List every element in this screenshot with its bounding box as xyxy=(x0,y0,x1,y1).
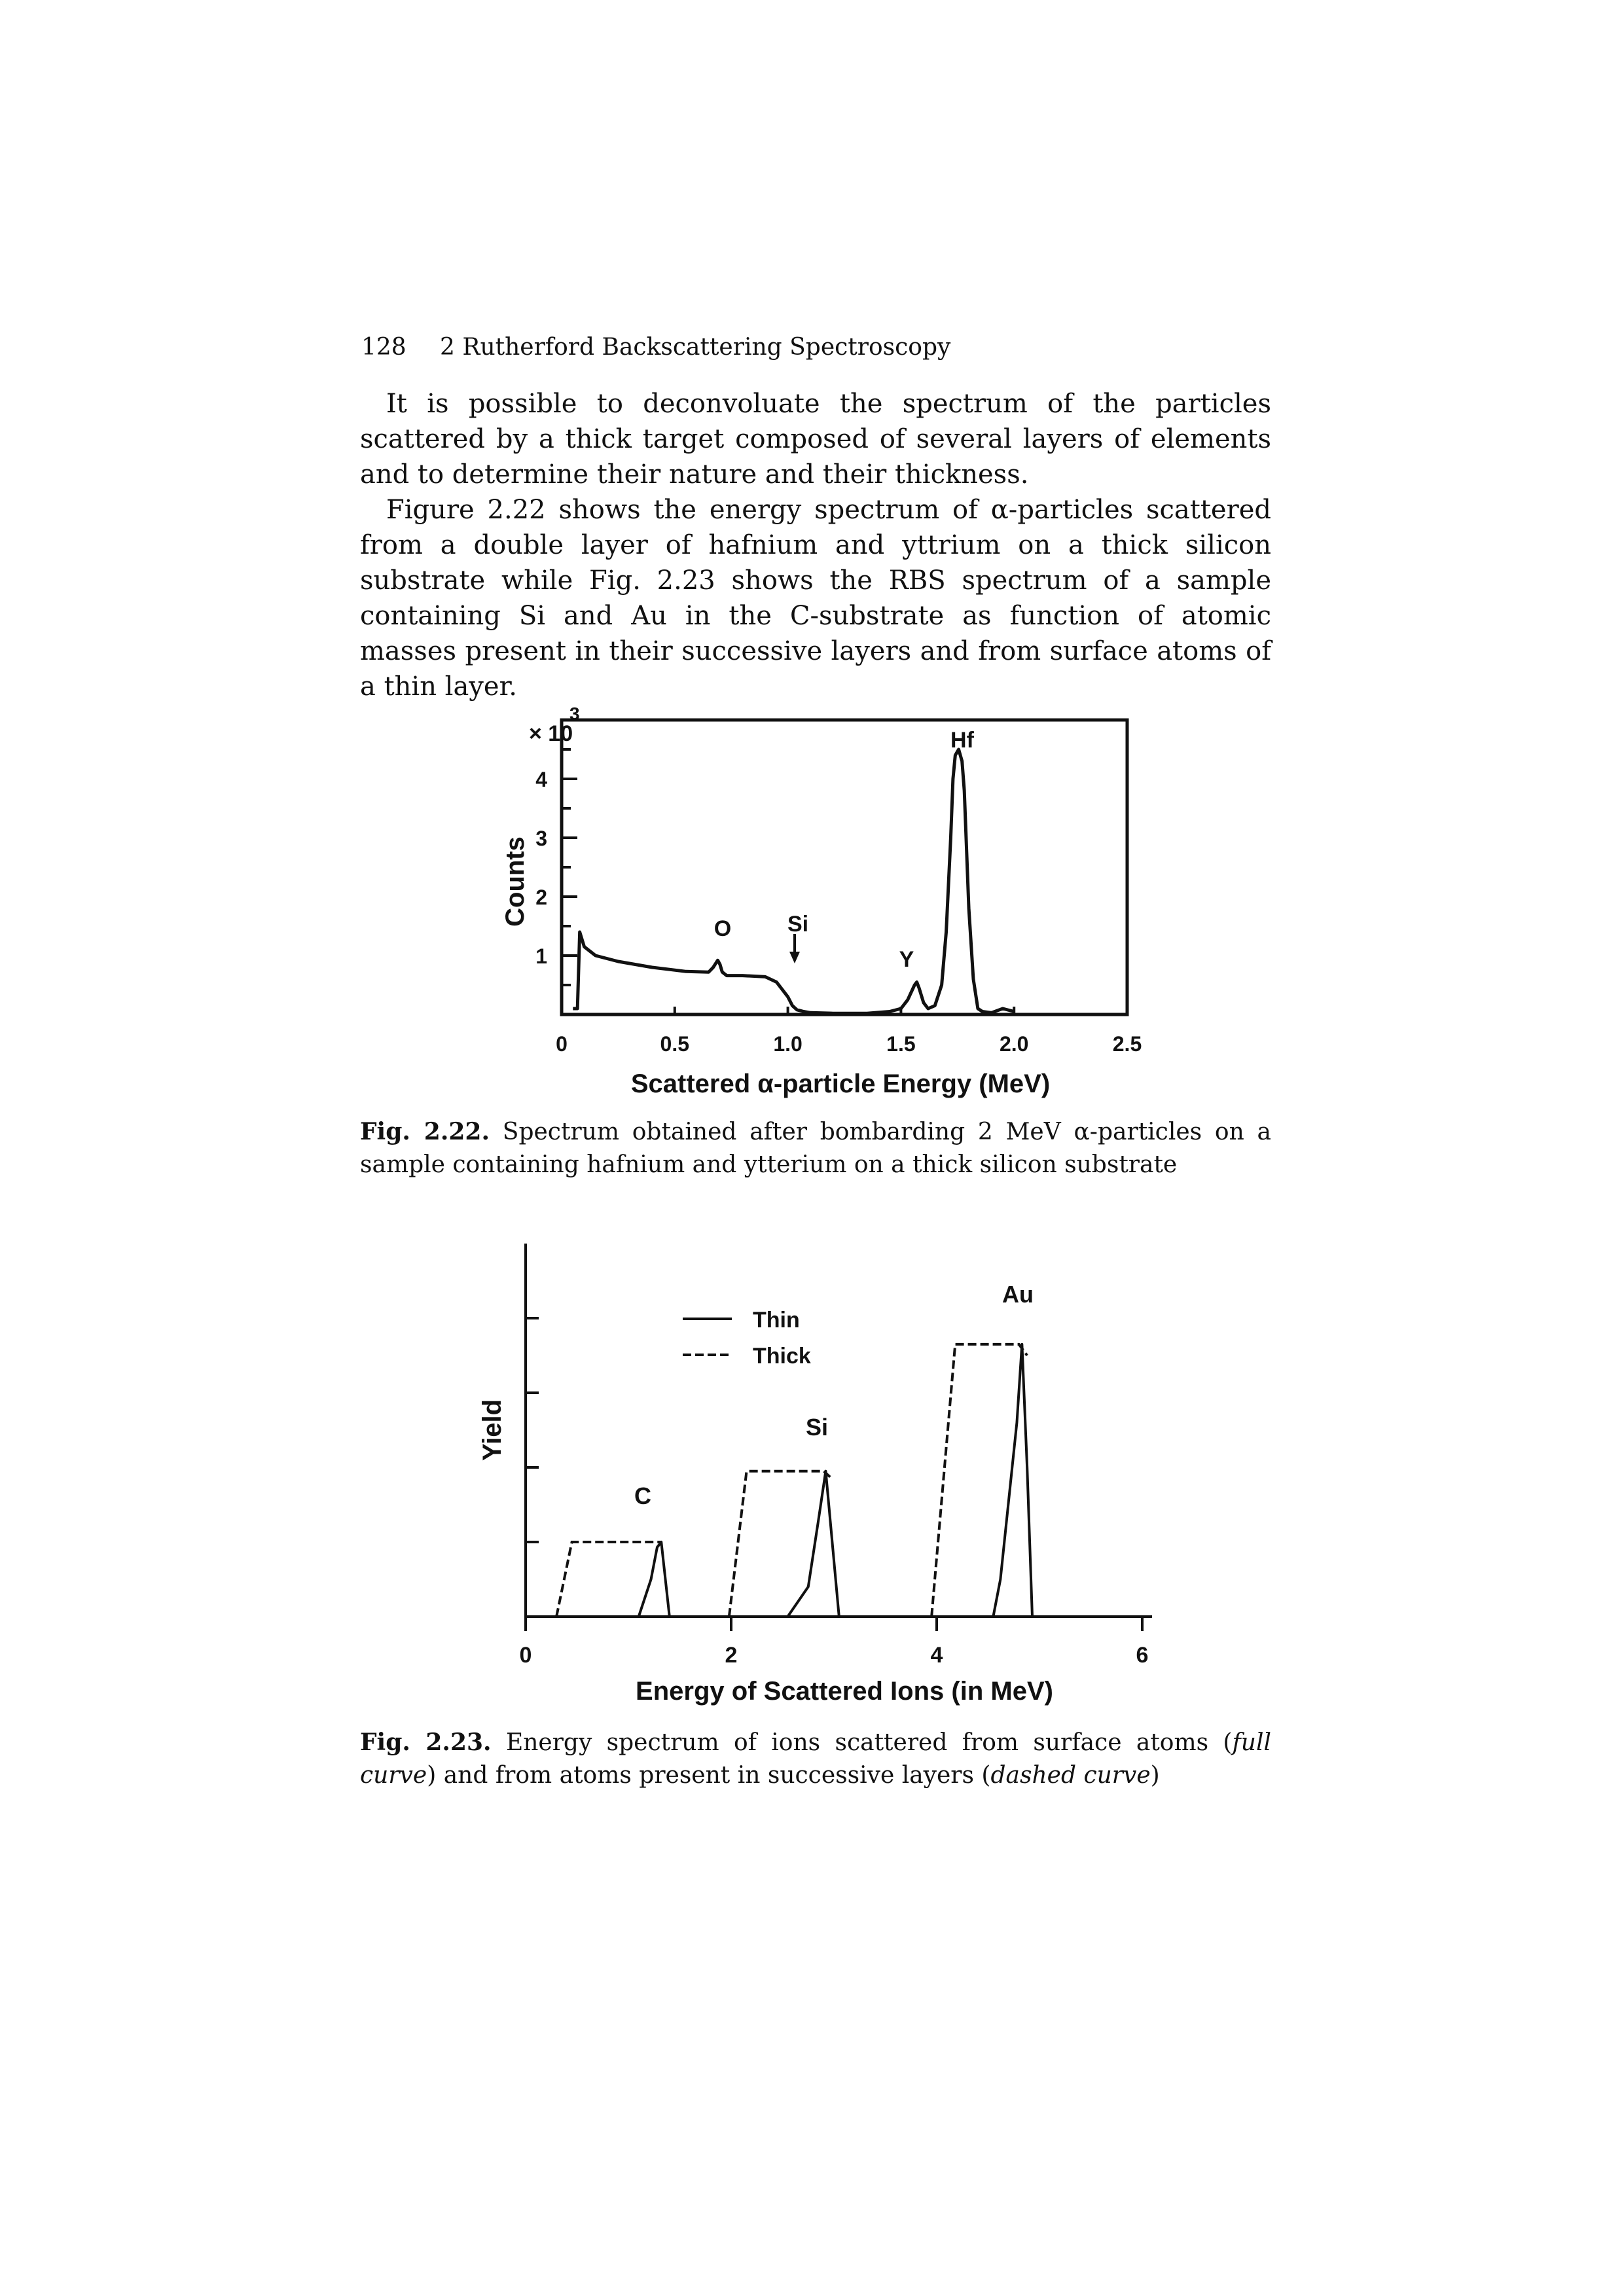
y-multiplier: × 10 xyxy=(529,721,573,746)
thick-series-line xyxy=(555,1541,662,1617)
caption-text: Energy spectrum of ions scattered from s… xyxy=(505,1729,1233,1756)
body-text: It is possible to deconvoluate the spect… xyxy=(360,386,1271,704)
caption-text: ) xyxy=(1150,1762,1160,1789)
legend-label-thick: Thick xyxy=(753,1344,811,1369)
figure-2-22-chart: × 10 3 Counts Scattered α-particle Energ… xyxy=(501,704,1142,1098)
x-axis-label: Scattered α-particle Energy (MeV) xyxy=(631,1069,1050,1098)
x-tick-label: 0.5 xyxy=(660,1032,689,1056)
caption-label: Fig. 2.22. xyxy=(360,1118,490,1145)
legend-label-thin: Thin xyxy=(753,1308,800,1333)
figure-2-23-chart: Yield Energy of Scattered Ions (in MeV) … xyxy=(478,1244,1152,1706)
y-axis-label: Counts xyxy=(501,836,530,927)
spectrum-line xyxy=(573,747,1015,1015)
x-tick-label: 0 xyxy=(556,1032,568,1056)
paragraph: It is possible to deconvoluate the spect… xyxy=(360,389,1271,490)
x-tick-label: 6 xyxy=(1136,1643,1149,1668)
peak-label-au: Au xyxy=(1002,1281,1034,1308)
caption-label: Fig. 2.23. xyxy=(360,1729,492,1756)
y-tick-label: 4 xyxy=(535,768,547,791)
x-tick-label: 0 xyxy=(520,1643,532,1668)
x-tick-label: 2 xyxy=(725,1643,738,1668)
paragraph: Figure 2.22 shows the energy spectrum of… xyxy=(360,495,1271,702)
x-tick-label: 2.5 xyxy=(1113,1032,1142,1056)
edge-label-si: Si xyxy=(787,912,808,937)
y-tick-label: 2 xyxy=(535,886,547,909)
caption-text: Spectrum obtained after bombarding 2 MeV… xyxy=(360,1119,1271,1178)
plot-frame xyxy=(560,718,1129,1016)
caption-emphasis: full curve xyxy=(360,1729,1271,1789)
caption-text: ) and from atoms present in successive l… xyxy=(427,1762,991,1789)
y-tick-label: 1 xyxy=(535,944,547,968)
running-title: 2 Rutherford Backscattering Spectroscopy xyxy=(440,334,951,361)
running-head: 128 2 Rutherford Backscattering Spectrosc… xyxy=(361,331,1278,364)
y-multiplier-exponent: 3 xyxy=(569,704,580,724)
y-tick-label: 3 xyxy=(535,827,547,850)
figure-2-23-caption: Fig. 2.23. Energy spectrum of ions scatt… xyxy=(360,1726,1271,1792)
x-axis-label: Energy of Scattered Ions (in MeV) xyxy=(636,1677,1053,1706)
peak-label-c: C xyxy=(634,1482,651,1509)
thick-series-line xyxy=(930,1342,1028,1617)
x-tick-label: 1.5 xyxy=(886,1032,915,1056)
caption-emphasis: dashed curve xyxy=(990,1762,1151,1789)
x-tick-label: 2.0 xyxy=(1000,1032,1028,1056)
peak-label-hf: Hf xyxy=(950,728,975,753)
page-number: 128 xyxy=(361,334,406,361)
x-tick-label: 1.0 xyxy=(773,1032,802,1056)
peak-label-si: Si xyxy=(806,1414,828,1441)
thin-series-line xyxy=(637,1342,1034,1618)
peak-label-y: Y xyxy=(899,947,914,972)
si-arrow-head xyxy=(789,952,800,963)
figure-2-22-caption: Fig. 2.22. Spectrum obtained after bomba… xyxy=(360,1115,1271,1181)
y-axis-label: Yield xyxy=(478,1399,507,1461)
x-tick-label: 4 xyxy=(931,1643,943,1668)
peak-label-o: O xyxy=(714,916,731,941)
thick-series-line xyxy=(727,1469,833,1617)
